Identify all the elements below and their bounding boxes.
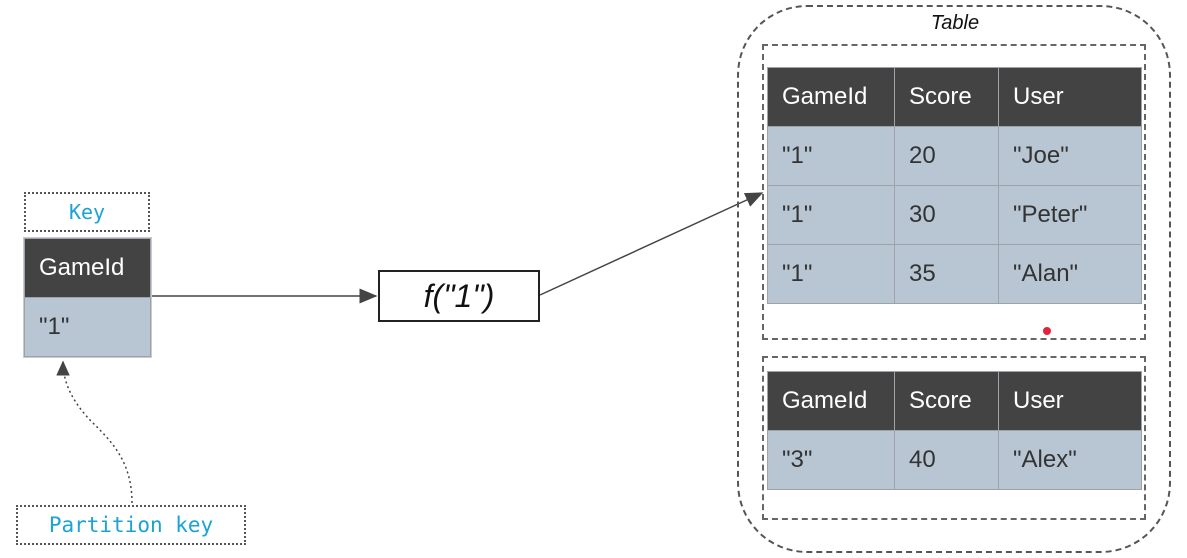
table-row: "1" 30 "Peter" xyxy=(767,185,1142,245)
cursor-marker-dot xyxy=(1043,327,1051,335)
cell-user: "Peter" xyxy=(998,185,1142,245)
cell-gameid: "1" xyxy=(767,126,895,186)
key-value-row: "1" xyxy=(24,297,151,357)
key-label-box: Key xyxy=(24,192,150,232)
table-row: "3" 40 "Alex" xyxy=(767,430,1142,490)
key-label: Key xyxy=(68,200,106,224)
cell-user: "Joe" xyxy=(998,126,1142,186)
cell-gameid: "1" xyxy=(767,244,895,304)
column-header-gameid: GameId xyxy=(767,371,895,431)
cell-gameid: "1" xyxy=(767,185,895,245)
column-header-score: Score xyxy=(894,67,999,127)
key-column-header: GameId xyxy=(24,238,151,298)
table-row: "1" 20 "Joe" xyxy=(767,126,1142,186)
cell-score: 20 xyxy=(894,126,999,186)
key-header-row: GameId xyxy=(24,238,151,298)
partition-key-label-box: Partition key xyxy=(16,505,246,545)
column-header-score: Score xyxy=(894,371,999,431)
partition-2 xyxy=(762,356,1146,520)
column-header-user: User xyxy=(998,67,1142,127)
table-row: "1" 35 "Alan" xyxy=(767,244,1142,304)
table-header-row: GameId Score User xyxy=(767,67,1142,127)
cell-user: "Alan" xyxy=(998,244,1142,304)
cell-gameid: "3" xyxy=(767,430,895,490)
partition-1-table: GameId Score User "1" 20 "Joe" "1" 30 "P… xyxy=(767,67,1142,304)
cell-score: 30 xyxy=(894,185,999,245)
partition-1 xyxy=(762,44,1146,340)
hash-function-text: f("1") xyxy=(423,277,495,314)
key-value-cell: "1" xyxy=(24,297,151,357)
function-to-partition-arrow xyxy=(539,192,764,296)
cell-score: 35 xyxy=(894,244,999,304)
key-table: GameId "1" xyxy=(24,238,151,357)
table-header-row: GameId Score User xyxy=(767,371,1142,431)
column-header-gameid: GameId xyxy=(767,67,895,127)
hash-function-box: f("1") xyxy=(378,270,540,322)
column-header-user: User xyxy=(998,371,1142,431)
partition-key-pointer-arrow xyxy=(56,360,133,504)
table-title: Table xyxy=(930,12,980,34)
partition-key-label: Partition key xyxy=(48,513,214,537)
cell-user: "Alex" xyxy=(998,430,1142,490)
partition-2-table: GameId Score User "3" 40 "Alex" xyxy=(767,371,1142,490)
cell-score: 40 xyxy=(894,430,999,490)
table-container xyxy=(737,5,1171,553)
